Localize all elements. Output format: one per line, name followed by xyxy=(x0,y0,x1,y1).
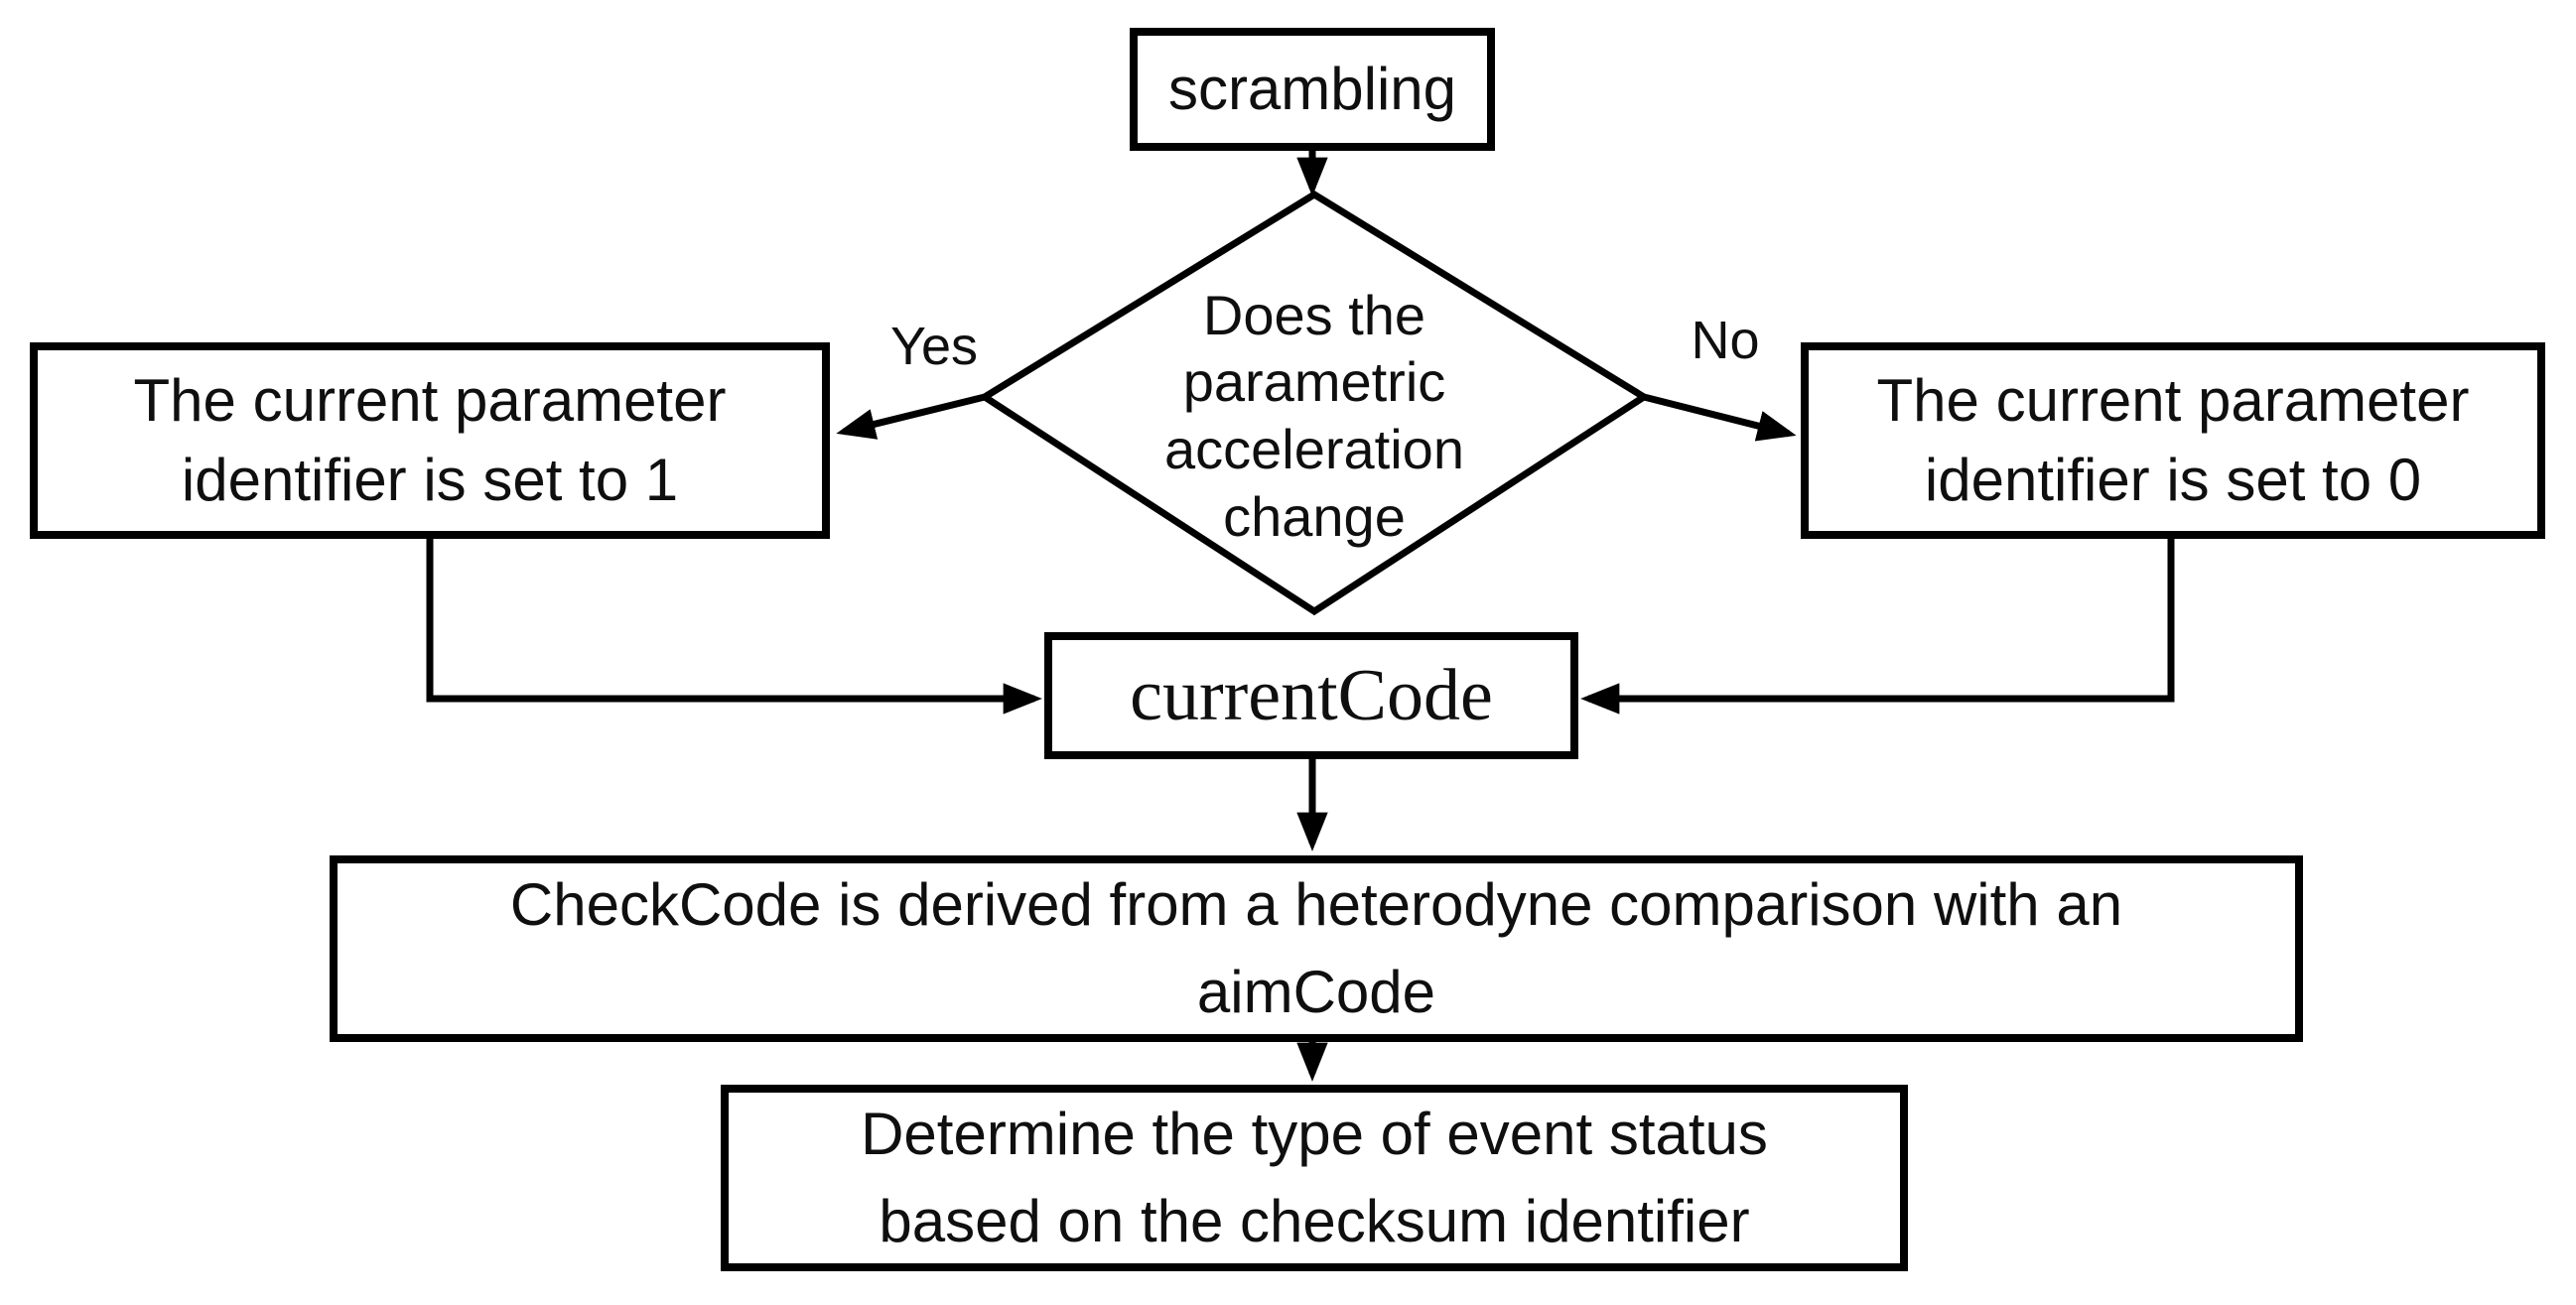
node-no-branch: The current parameter identifier is set … xyxy=(1801,342,2545,539)
edge-no-branch-to-current-code xyxy=(1580,539,2175,715)
node-start: scrambling xyxy=(1130,28,1495,151)
edge-label-no: No xyxy=(1691,311,1760,370)
edge-yes-branch-to-current-code xyxy=(426,539,1042,715)
edge-label-yes: Yes xyxy=(889,317,979,376)
edge-decision-to-yes-branch xyxy=(836,393,986,440)
edge-decision-to-no-branch xyxy=(1643,393,1797,442)
node-check-code: CheckCode is derived from a heterodyne c… xyxy=(330,855,2303,1042)
node-current-code: currentCode xyxy=(1044,632,1578,759)
decision-diamond xyxy=(978,190,1651,616)
node-decision-text: Does the parametric acceleration change xyxy=(1164,283,1464,548)
node-yes-branch: The current parameter identifier is set … xyxy=(30,342,830,539)
node-determine: Determine the type of event status based… xyxy=(721,1085,1908,1271)
